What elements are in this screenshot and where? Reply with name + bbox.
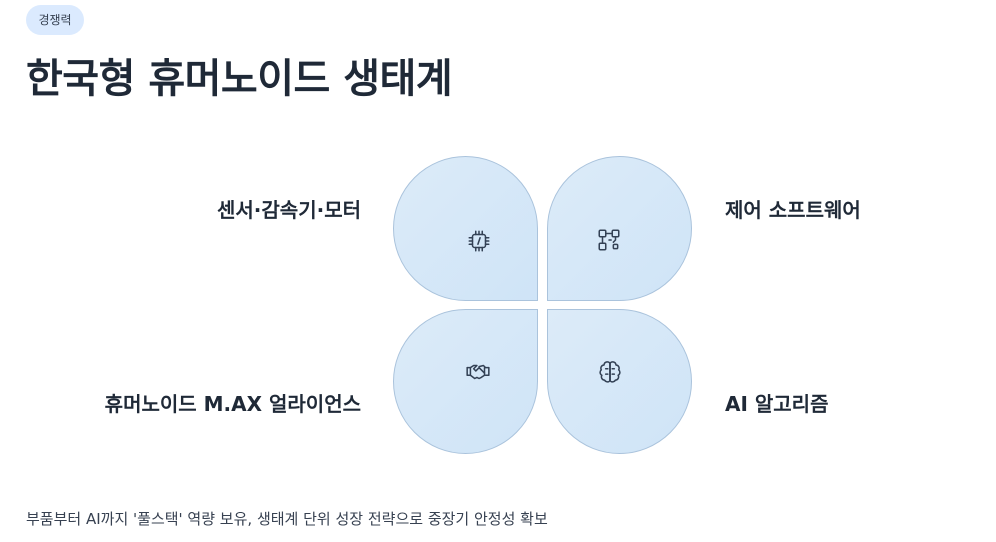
footer-caption: 부품부터 AI까지 '풀스택' 역량 보유, 생태계 단위 성장 전략으로 중장…	[26, 510, 548, 528]
brain-icon	[597, 359, 623, 385]
page-title: 한국형 휴머노이드 생태계	[26, 56, 453, 102]
workflow-icon	[596, 227, 622, 253]
petal-alliance	[393, 309, 538, 454]
handshake-icon	[465, 359, 491, 385]
petal-control-software	[547, 156, 692, 301]
label-sensors: 센서·감속기·모터	[217, 198, 361, 222]
petal-ai-algorithm	[547, 309, 692, 454]
category-badge: 경쟁력	[26, 5, 84, 35]
chip-icon	[466, 228, 492, 254]
label-control-software: 제어 소프트웨어	[725, 198, 861, 222]
label-alliance: 휴머노이드 M.AX 얼라이언스	[104, 392, 361, 416]
petal-sensors	[393, 156, 538, 301]
label-ai-algorithm: AI 알고리즘	[725, 392, 829, 416]
